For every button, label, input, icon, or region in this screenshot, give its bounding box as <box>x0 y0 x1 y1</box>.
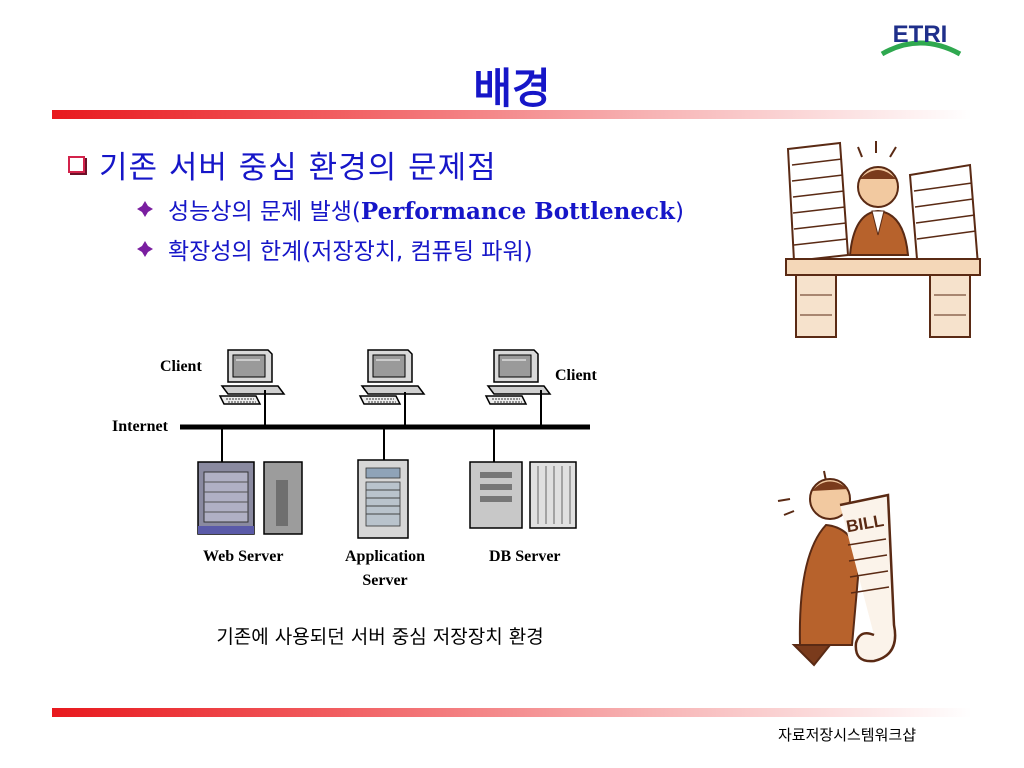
diamond-bullet-icon <box>137 201 153 217</box>
application-server-icon <box>357 459 409 539</box>
man-with-bill-clipart: BILL <box>777 470 897 667</box>
db-server-icon <box>469 461 577 529</box>
logo-text: ETRI <box>893 21 948 48</box>
client-label: Client <box>160 358 202 375</box>
client-computer-icon <box>359 349 425 405</box>
client-computer-icon <box>219 349 285 405</box>
footer-text: 자료저장시스템워크샵 <box>778 726 917 744</box>
square-bullet-icon <box>68 156 85 173</box>
diamond-bullet-icon <box>137 241 153 257</box>
application-server-label-line1: Application <box>345 548 425 565</box>
network-diagram: Client Client Internet Web Server Applic… <box>112 349 597 589</box>
slide-title: 배경 <box>473 64 551 113</box>
bottom-divider <box>52 708 972 717</box>
diagram-caption: 기존에 사용되던 서버 중심 저장장치 환경 <box>216 626 544 648</box>
web-server-rack-icon <box>197 461 303 535</box>
internet-label: Internet <box>112 418 169 435</box>
sub-bullet-1-text: 성능상의 문제 발생(Performance Bottleneck) <box>168 198 684 225</box>
sub-bullet-1: 성능상의 문제 발생(Performance Bottleneck) <box>136 192 684 226</box>
main-bullet: 기존 서버 중심 환경의 문제점 <box>68 142 497 187</box>
main-bullet-text: 기존 서버 중심 환경의 문제점 <box>99 150 497 186</box>
busy-office-worker-clipart <box>785 141 981 338</box>
top-divider <box>52 110 972 119</box>
client-label: Client <box>555 367 597 384</box>
web-server-label: Web Server <box>203 548 283 565</box>
sub-bullet-2: 확장성의 한계(저장장치, 컴퓨팅 파워) <box>136 232 533 266</box>
db-server-label: DB Server <box>489 548 561 565</box>
etri-logo: ETRI <box>880 21 962 57</box>
sub-bullet-2-text: 확장성의 한계(저장장치, 컴퓨팅 파워) <box>168 239 533 265</box>
application-server-label-line2: Server <box>362 572 407 589</box>
